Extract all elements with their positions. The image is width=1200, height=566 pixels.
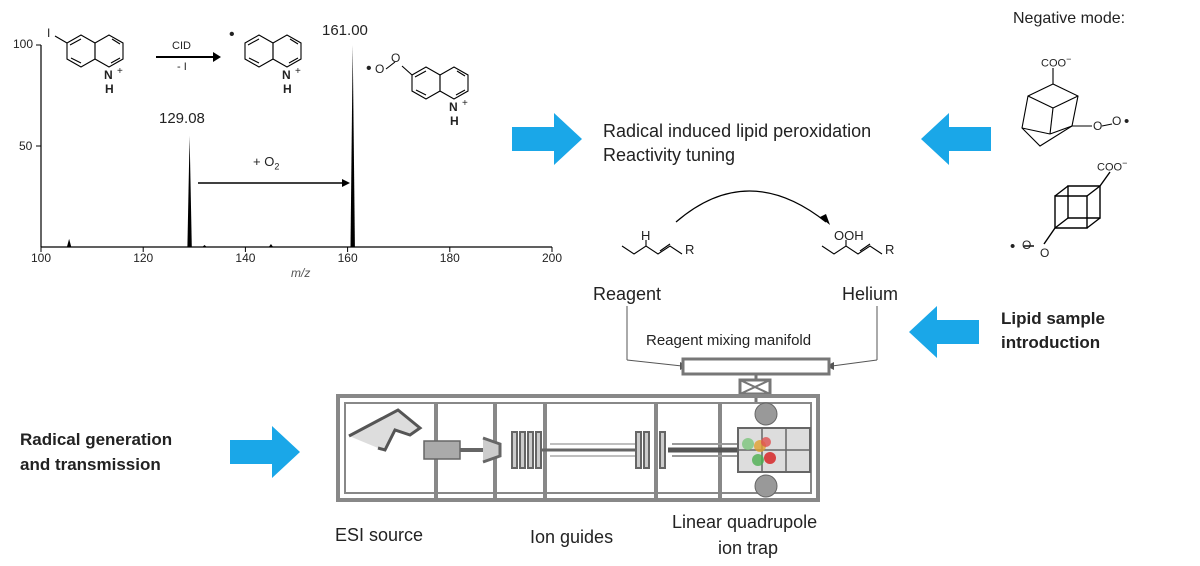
right-arrow-radical-generation — [230, 426, 300, 478]
vacuum-housing — [336, 394, 820, 502]
center-line-2: Reactivity tuning — [603, 145, 736, 165]
hydroperoxy-label: OOH — [834, 228, 864, 243]
capillary — [423, 440, 461, 460]
x-tick-label: 120 — [133, 251, 154, 265]
trap-label-line-2: ion trap — [718, 538, 779, 558]
y-tick-100: 100 — [13, 37, 34, 51]
lipid-sample-label-2: introduction — [1001, 333, 1101, 352]
spectrum-peaks — [66, 45, 355, 247]
carboxylate-label-2: COO− — [1097, 158, 1128, 174]
spectrum-peak — [268, 243, 274, 247]
reagent-label: Reagent — [593, 284, 662, 304]
center-line-1: Radical induced lipid peroxidation — [603, 121, 872, 141]
cubane-peroxyl-structure — [1024, 171, 1111, 247]
hydrogen-atom-label: H — [641, 228, 651, 243]
cid-arrowhead — [213, 52, 221, 62]
carboxylate-label-1: COO− — [1041, 54, 1072, 70]
left-arrow-lipid-sample — [909, 306, 979, 358]
peak-label-161: 161.00 — [322, 22, 368, 39]
manifold-label: Reagent mixing manifold — [646, 332, 812, 349]
ion-guides-label: Ion guides — [530, 527, 614, 547]
hydrogen-label-3: H — [450, 114, 459, 128]
nitrogen-label-1: N — [104, 68, 113, 82]
ion-guide-stack-2 — [635, 431, 666, 469]
trap-label-line-1: Linear quadrupole — [672, 512, 818, 532]
x-tick-label: 160 — [337, 251, 358, 265]
x-axis-label: m/z — [291, 266, 311, 280]
peroxy-oxygen-2: O — [391, 51, 401, 65]
spectrum-peak — [350, 45, 355, 247]
plus-o2-label: + O2 — [253, 154, 280, 172]
radical-dot-2: • — [366, 60, 372, 77]
spectrum-peak — [66, 238, 72, 247]
spectrum-axes — [36, 44, 552, 248]
adamantane-oxygen-2: O — [1112, 114, 1122, 128]
conversion-arrowhead — [820, 214, 830, 225]
negative-mode-title: Negative mode: — [1013, 10, 1126, 27]
x-tick-label: 100 — [31, 251, 52, 265]
plus-label-3: + — [462, 98, 468, 109]
x-tick-label: 140 — [235, 251, 256, 265]
radical-generation-label-2: and transmission — [20, 455, 161, 474]
spectrum-x-ticks — [40, 247, 553, 252]
left-arrow-negative-mode — [921, 113, 991, 165]
iodine-atom-label: I — [47, 26, 51, 40]
ion-guide-stack-1 — [511, 431, 542, 469]
plus-label-2: + — [295, 66, 301, 77]
trap-rod-top — [754, 402, 778, 426]
hydrogen-label-1: H — [105, 82, 114, 96]
trap-rod-bottom — [754, 474, 778, 498]
adamantane-radical-dot: • — [1124, 113, 1130, 130]
x-tick-label: 180 — [439, 251, 460, 265]
adamantane-peroxyl-structure — [1021, 68, 1113, 147]
lipid-substrate-structure — [621, 240, 683, 255]
nitrogen-label-2: N — [282, 68, 291, 82]
peroxyl-quinoline-structure — [385, 61, 469, 100]
spectrum-peak — [202, 244, 207, 247]
peroxy-oxygen-1: O — [375, 62, 385, 76]
lipid-hydroperoxide-structure — [821, 240, 883, 255]
esi-source-label: ESI source — [335, 525, 424, 545]
cid-label: CID — [172, 40, 191, 52]
lipid-sample-label-1: Lipid sample — [1001, 309, 1105, 328]
skimmer — [482, 436, 502, 464]
x-tick-label: 200 — [542, 251, 563, 265]
quinoline-radical-structure — [244, 34, 302, 68]
helium-label: Helium — [842, 284, 899, 304]
iodoquinoline-structure — [54, 34, 124, 68]
spectrum-peak — [187, 135, 192, 247]
cubane-oxygen-1: O — [1022, 238, 1032, 252]
cubane-oxygen-2: O — [1040, 246, 1050, 260]
plus-label-1: + — [117, 66, 123, 77]
right-arrow-spectrum — [512, 113, 582, 165]
adamantane-oxygen-1: O — [1093, 119, 1103, 133]
radical-generation-label-1: Radical generation — [20, 430, 173, 449]
r-group-2: R — [885, 242, 895, 257]
hydrogen-label-2: H — [283, 82, 292, 96]
conversion-curved-arrow — [675, 190, 827, 223]
instrument-schematic — [336, 306, 878, 502]
minus-i-label: - I — [177, 61, 187, 73]
cubane-radical-dot: • — [1010, 238, 1016, 255]
peak-label-129: 129.08 — [159, 110, 205, 127]
o2-arrowhead — [342, 179, 350, 187]
r-group-1: R — [685, 242, 695, 257]
y-tick-50: 50 — [19, 139, 33, 153]
radical-dot-1: • — [229, 26, 235, 43]
esi-needle — [348, 408, 423, 452]
manifold-tube — [681, 357, 831, 376]
nitrogen-label-3: N — [449, 100, 458, 114]
